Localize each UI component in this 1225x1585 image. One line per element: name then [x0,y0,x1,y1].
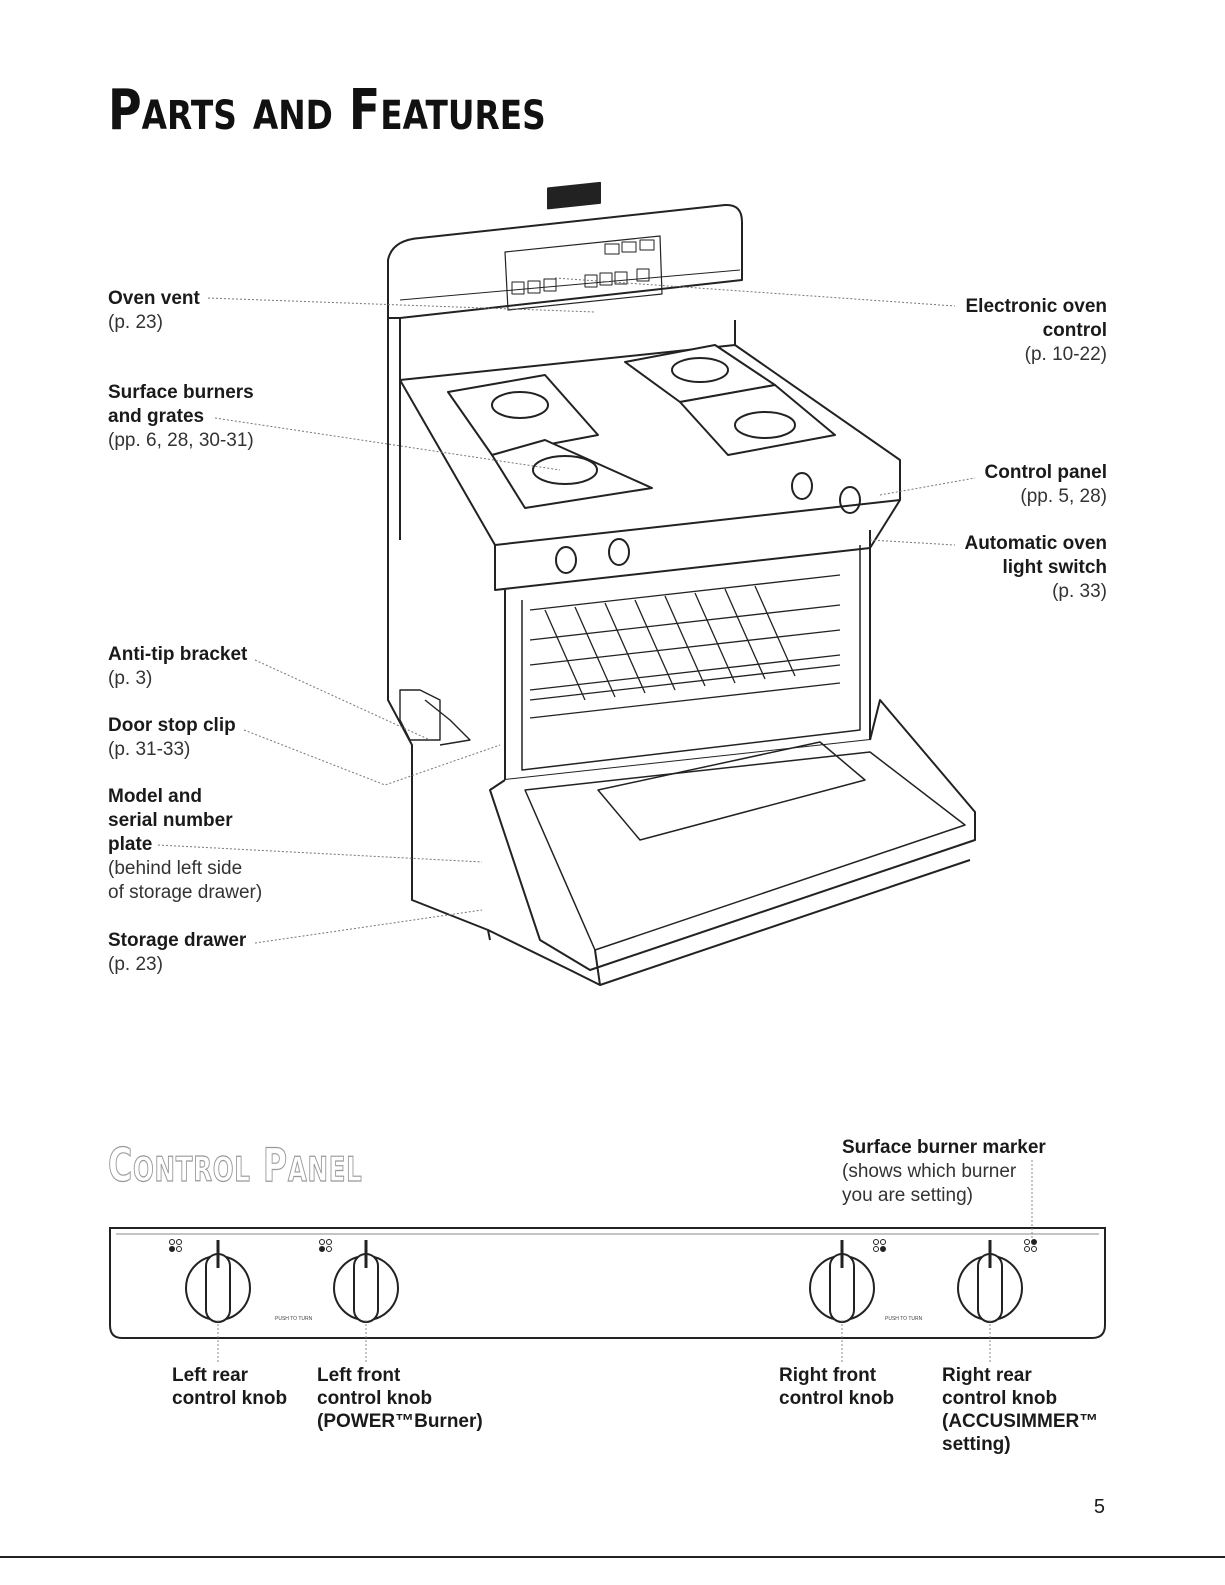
page-number: 5 [1093,1496,1105,1518]
page-title: PARTS AND FEATURES [108,78,546,143]
callout-storage-drawer: Storage drawer(p. 23) [108,930,247,975]
callout-door-stop-clip: Door stop clip(p. 31-33) [108,715,236,760]
callout-oven-vent: Oven vent(p. 23) [108,288,200,333]
callout-surface-burner-marker: Surface burner marker (shows which burne… [842,1137,1046,1206]
control-panel-heading: CONTROL PANEL [108,1137,363,1192]
bottom-rule [0,1556,1225,1558]
callout-control-panel: Control panel(pp. 5, 28) [984,462,1107,507]
callout-anti-tip-bracket: Anti-tip bracket(p. 3) [108,644,248,689]
